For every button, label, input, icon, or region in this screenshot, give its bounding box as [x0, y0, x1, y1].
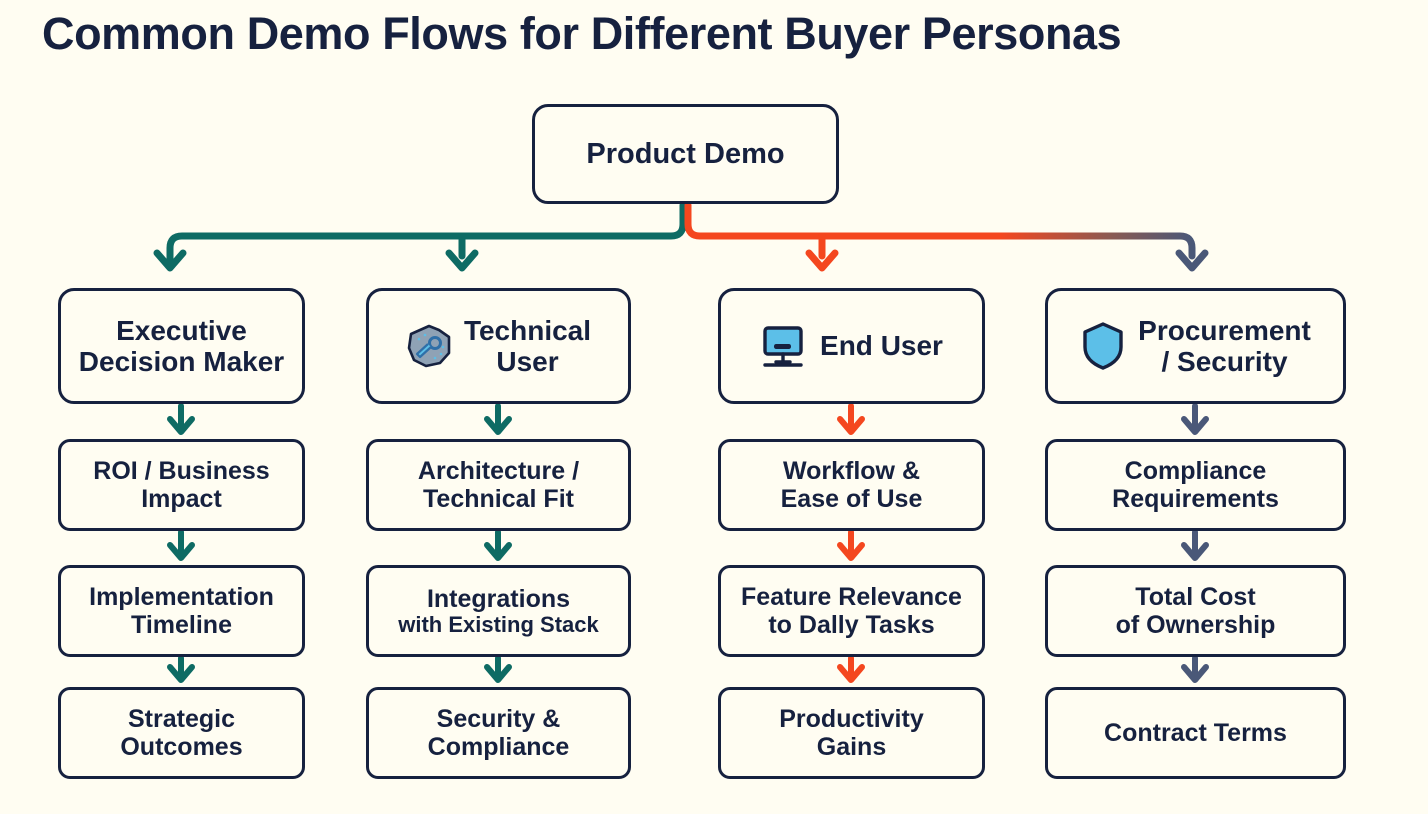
node-step-security-compliance[interactable]: Security & Compliance	[366, 687, 631, 779]
branch-left-teal	[153, 201, 687, 272]
node-step-feature-relevance-daily-tasks[interactable]: Feature Relevance to Dally Tasks	[718, 565, 985, 657]
node-persona-end-user[interactable]: End User	[718, 288, 985, 404]
step-label: Contract Terms	[1104, 719, 1287, 747]
node-persona-procurement-security[interactable]: Procurement / Security	[1045, 288, 1346, 404]
node-label: Product Demo	[586, 137, 785, 170]
gear-icon	[407, 324, 451, 368]
step-label: Integrations with Existing Stack	[398, 584, 599, 637]
step-label: Implementation Timeline	[89, 583, 274, 639]
persona-label: Executive Decision Maker	[78, 314, 285, 377]
node-step-productivity-gains[interactable]: Productivity Gains	[718, 687, 985, 779]
step-label: Compliance Requirements	[1112, 457, 1279, 513]
step-label: Security & Compliance	[427, 705, 570, 761]
node-step-roi-business-impact[interactable]: ROI / Business Impact	[58, 439, 305, 531]
node-step-compliance-requirements[interactable]: Compliance Requirements	[1045, 439, 1346, 531]
persona-label: Procurement / Security	[1138, 314, 1311, 377]
page-title: Common Demo Flows for Different Buyer Pe…	[42, 8, 1122, 59]
node-step-contract-terms[interactable]: Contract Terms	[1045, 687, 1346, 779]
branch-right-orange	[684, 201, 1209, 272]
shield-icon	[1083, 322, 1123, 370]
node-product-demo[interactable]: Product Demo	[532, 104, 839, 204]
node-step-integrations-existing-stack[interactable]: Integrations with Existing Stack	[366, 565, 631, 657]
node-step-implementation-timeline[interactable]: Implementation Timeline	[58, 565, 305, 657]
step-label: ROI / Business Impact	[93, 457, 270, 513]
monitor-icon	[763, 326, 803, 367]
step-label: Architecture / Technical Fit	[417, 457, 580, 513]
node-persona-technical-user[interactable]: Technical User	[366, 288, 631, 404]
step-label: Feature Relevance to Dally Tasks	[741, 583, 962, 639]
persona-label: End User	[820, 330, 943, 362]
step-label: Total Cost of Ownership	[1115, 583, 1276, 639]
node-persona-executive[interactable]: Executive Decision Maker	[58, 288, 305, 404]
node-step-total-cost-of-ownership[interactable]: Total Cost of Ownership	[1045, 565, 1346, 657]
persona-label: Technical User	[463, 314, 592, 377]
node-step-architecture-technical-fit[interactable]: Architecture / Technical Fit	[366, 439, 631, 531]
step-label: Workflow & Ease of Use	[780, 457, 923, 513]
node-step-strategic-outcomes[interactable]: Strategic Outcomes	[58, 687, 305, 779]
node-step-workflow-ease-of-use[interactable]: Workflow & Ease of Use	[718, 439, 985, 531]
step-label: Strategic Outcomes	[120, 705, 243, 761]
step-label: Productivity Gains	[779, 705, 924, 761]
